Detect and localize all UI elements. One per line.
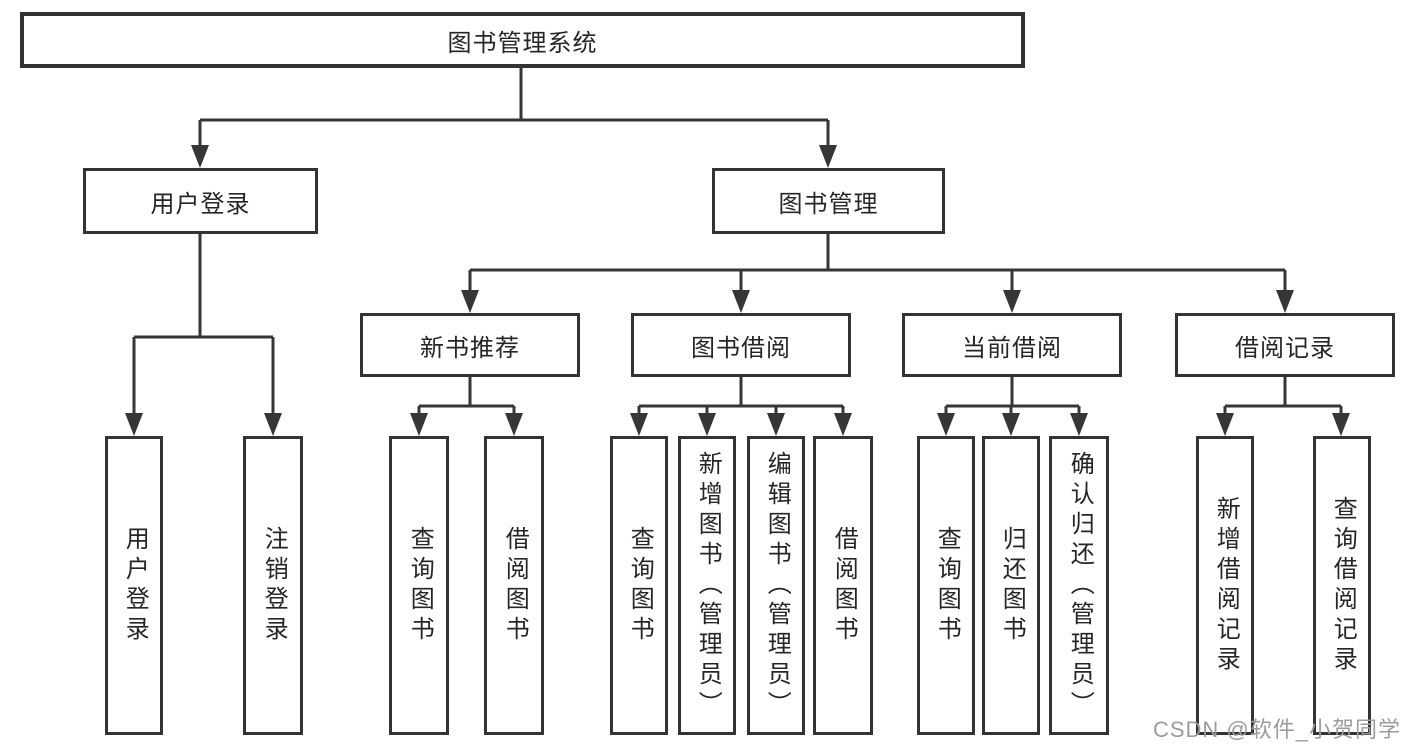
- node-library-management-system: 图书管理系统: [20, 12, 1025, 68]
- leaf-query-books-borrow: 查询图书: [610, 436, 668, 735]
- leaf-add-borrow-record: 新增借阅记录: [1196, 436, 1254, 735]
- leaf-return-book: 归还图书: [982, 436, 1040, 735]
- node-label: 查询图书: [933, 525, 961, 646]
- node-label: 图书管理: [778, 190, 879, 218]
- node-label: 用户登录: [150, 190, 251, 218]
- node-label: 借阅图书: [501, 525, 529, 646]
- leaf-logout: 注销登录: [243, 436, 303, 735]
- node-label: 归还图书: [998, 525, 1026, 646]
- node-label: 编辑图书（管理员）: [763, 450, 791, 721]
- node-label: 当前借阅: [962, 334, 1062, 362]
- node-label: 新增借阅记录: [1212, 495, 1240, 676]
- leaf-query-books-recommend: 查询图书: [389, 436, 449, 735]
- leaf-borrow-books: 借阅图书: [813, 436, 873, 735]
- connector-root-branch: [191, 68, 837, 168]
- connector-new-book-recommend-branch: [410, 377, 523, 436]
- leaf-user-login: 用户登录: [105, 436, 163, 735]
- node-label: 用户登录: [121, 525, 149, 646]
- node-label: 注销登录: [260, 525, 288, 646]
- node-borrow-records: 借阅记录: [1175, 313, 1395, 377]
- node-current-borrow: 当前借阅: [902, 313, 1122, 377]
- leaf-query-books-current: 查询图书: [917, 436, 975, 735]
- node-user-login: 用户登录: [83, 168, 318, 234]
- node-label: 图书管理系统: [447, 29, 598, 57]
- node-book-management: 图书管理: [712, 168, 945, 234]
- connector-book-borrow-branch: [630, 377, 852, 436]
- leaf-confirm-return-admin: 确认归还（管理员）: [1049, 436, 1109, 735]
- leaf-edit-book-admin: 编辑图书（管理员）: [747, 436, 805, 735]
- node-label: 查询图书: [626, 525, 654, 646]
- leaf-add-book-admin: 新增图书（管理员）: [678, 436, 736, 735]
- node-label: 新书推荐: [420, 334, 520, 362]
- node-label: 查询借阅记录: [1329, 495, 1357, 676]
- connector-borrow-records-branch: [1216, 377, 1350, 436]
- node-label: 确认归还（管理员）: [1066, 450, 1094, 721]
- leaf-borrow-books-recommend: 借阅图书: [484, 436, 544, 735]
- connector-book-management-branch: [461, 234, 1294, 313]
- connector-user-login-branch: [125, 234, 282, 436]
- node-new-book-recommend: 新书推荐: [360, 313, 580, 377]
- node-label: 借阅记录: [1235, 334, 1335, 362]
- node-label: 查询图书: [406, 525, 434, 646]
- csdn-watermark: CSDN @软件_小贺同学: [1152, 717, 1401, 742]
- connector-current-borrow-branch: [937, 377, 1088, 436]
- leaf-query-borrow-record: 查询借阅记录: [1313, 436, 1371, 735]
- node-book-borrow: 图书借阅: [631, 313, 851, 377]
- node-label: 图书借阅: [691, 334, 791, 362]
- node-label: 新增图书（管理员）: [694, 450, 722, 721]
- node-label: 借阅图书: [830, 525, 858, 646]
